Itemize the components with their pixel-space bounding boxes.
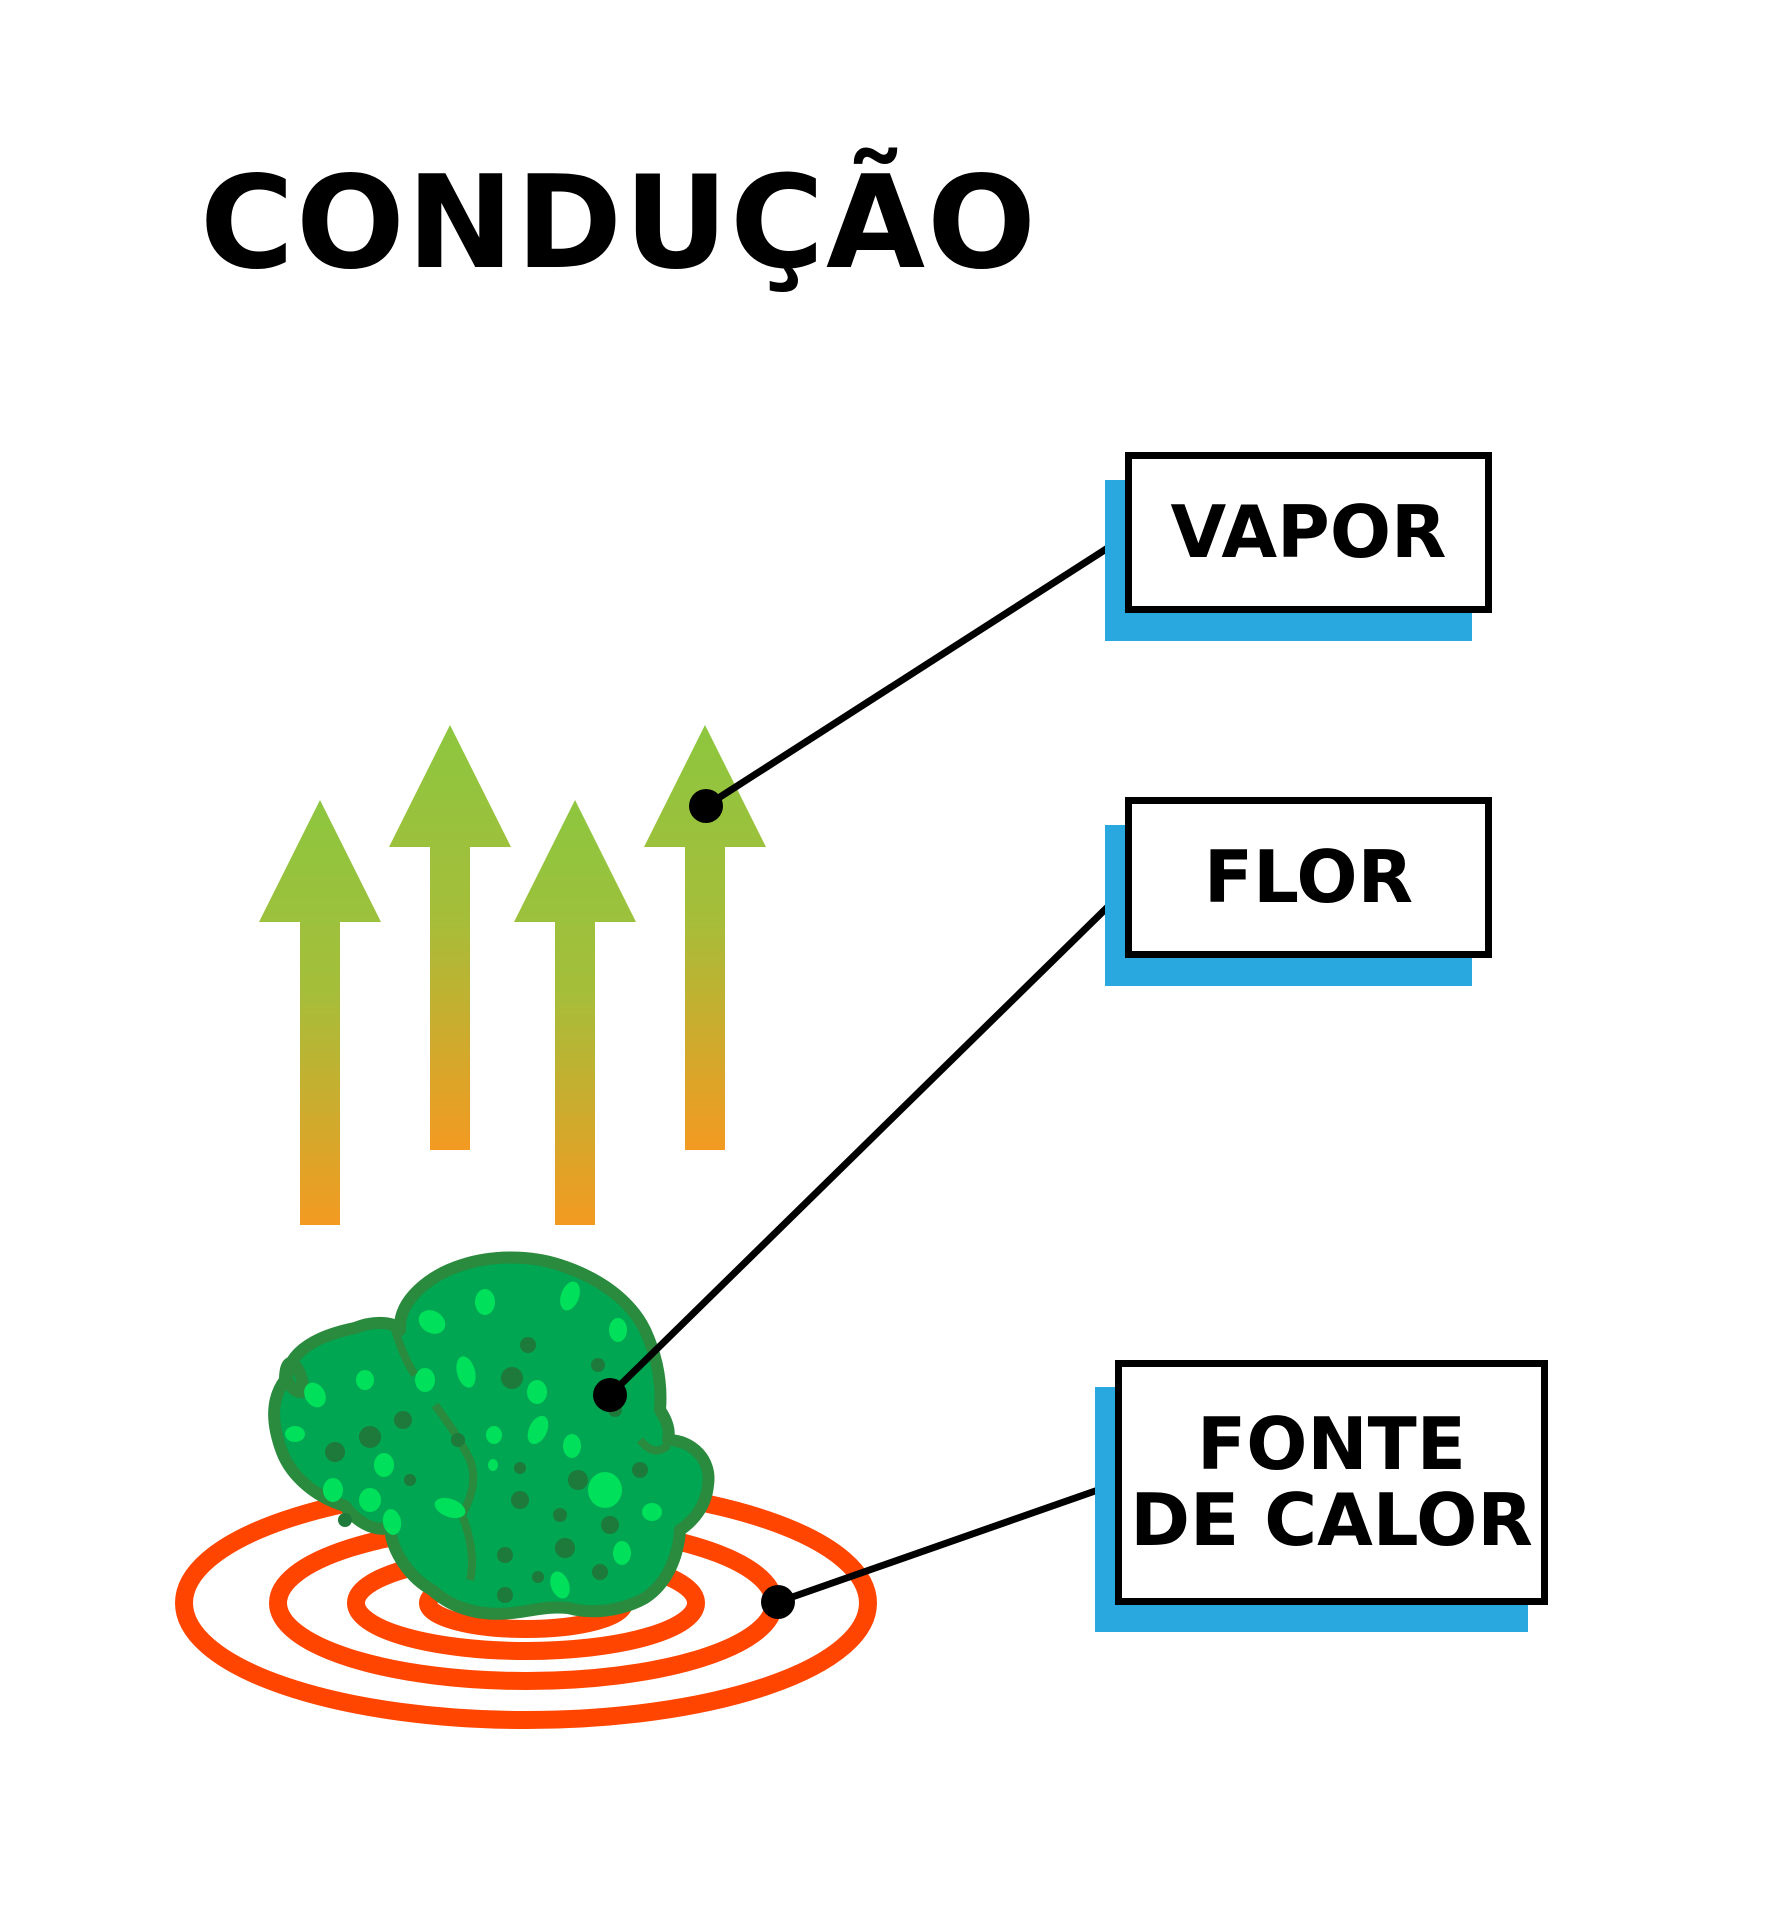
fonte-label-line2: DE CALOR <box>1130 1477 1533 1562</box>
arrow-up-icon <box>514 800 636 1225</box>
leader-dot-flor <box>593 1378 627 1412</box>
leader-line-fonte <box>776 1479 1120 1606</box>
leader-dots <box>593 789 795 1619</box>
leader-dot-fonte <box>761 1585 795 1619</box>
flower-contour <box>431 1402 478 1581</box>
flower-icon <box>268 1251 715 1620</box>
arrow-up-icon <box>389 725 511 1150</box>
flor-label-text: FLOR <box>1203 834 1414 919</box>
flower-dark-spots <box>325 1337 648 1603</box>
flower-light-spots <box>285 1281 662 1599</box>
flower-contour <box>391 1328 419 1378</box>
vapor-label: VAPOR <box>1125 452 1492 613</box>
vapor-arrows <box>259 725 766 1225</box>
leader-lines <box>607 532 1131 1606</box>
flor-label: FLOR <box>1125 797 1492 958</box>
fonte-label: FONTE DE CALOR <box>1115 1360 1548 1605</box>
arrow-up-icon <box>644 725 766 1150</box>
flower-contour <box>636 1437 671 1455</box>
leader-line-vapor <box>704 532 1130 809</box>
page-title: CONDUÇÃO <box>200 149 1038 298</box>
arrow-up-icon <box>259 800 381 1225</box>
vapor-label-text: VAPOR <box>1170 489 1447 574</box>
leader-line-flor <box>607 884 1131 1398</box>
fonte-label-line1: FONTE <box>1197 1401 1466 1486</box>
leader-dot-vapor <box>689 789 723 823</box>
